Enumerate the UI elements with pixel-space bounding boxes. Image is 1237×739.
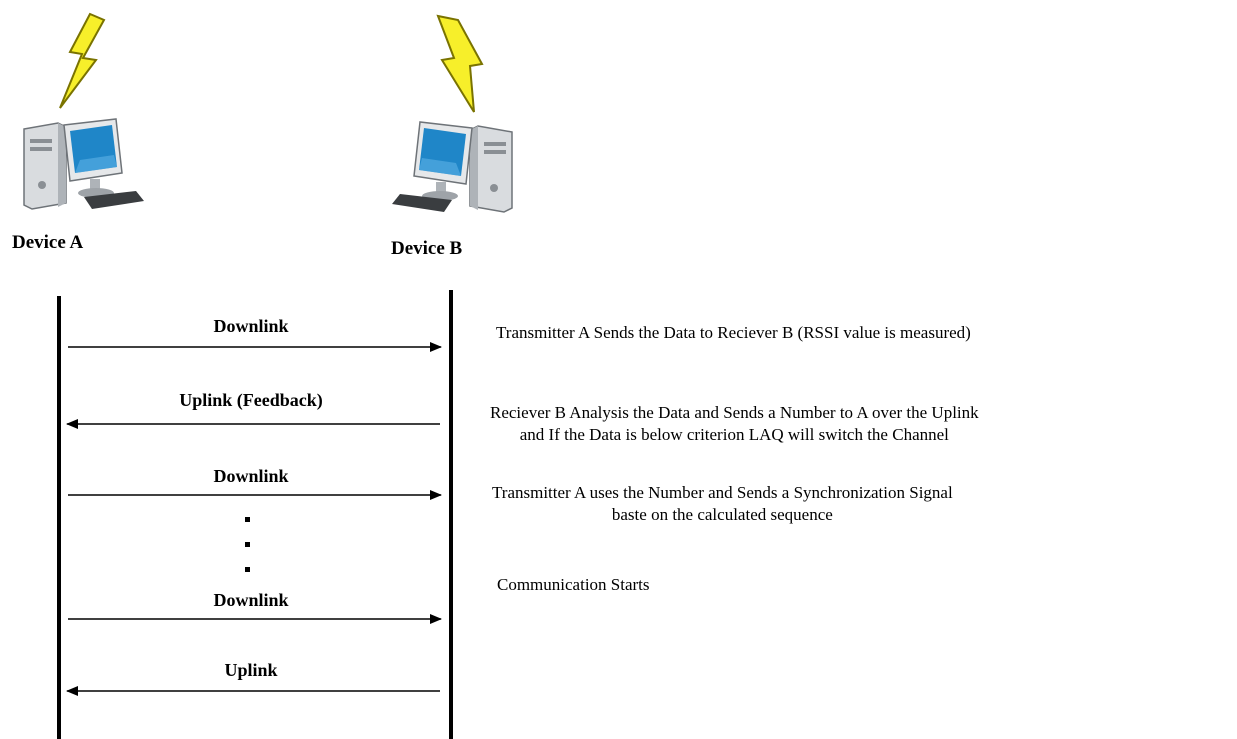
desktop-computer-icon-b <box>392 121 513 213</box>
message-label-downlink-3: Downlink <box>213 590 289 610</box>
lifeline-device-b <box>449 290 453 739</box>
description-step-3: Transmitter A uses the Number and Sends … <box>492 482 953 526</box>
lifeline-device-a <box>57 296 61 739</box>
continuation-dot <box>245 542 250 547</box>
description-line: Transmitter A uses the Number and Sends … <box>492 483 953 502</box>
description-line: Reciever B Analysis the Data and Sends a… <box>490 403 979 422</box>
description-step-2: Reciever B Analysis the Data and Sends a… <box>490 402 979 446</box>
device-b-label: Device B <box>391 238 463 259</box>
description-line: baste on the calculated sequence <box>611 505 833 524</box>
message-label-downlink-1: Downlink <box>213 316 289 336</box>
description-step-4: Communication Starts <box>497 574 650 596</box>
message-label-uplink: Uplink <box>224 660 278 680</box>
continuation-dot <box>245 567 250 572</box>
description-line: Communication Starts <box>497 575 650 594</box>
message-label-downlink-2: Downlink <box>213 466 289 486</box>
lightning-icon-a <box>59 12 106 109</box>
description-step-1: Transmitter A Sends the Data to Reciever… <box>496 322 971 344</box>
description-line: Transmitter A Sends the Data to Reciever… <box>496 323 971 342</box>
lightning-icon-b <box>436 14 484 113</box>
continuation-dot <box>245 517 250 522</box>
desktop-computer-icon-a <box>23 118 144 210</box>
message-label-uplink-feedback: Uplink (Feedback) <box>179 390 323 410</box>
description-line: and If the Data is below criterion LAQ w… <box>519 425 949 444</box>
device-a-label: Device A <box>12 232 84 253</box>
